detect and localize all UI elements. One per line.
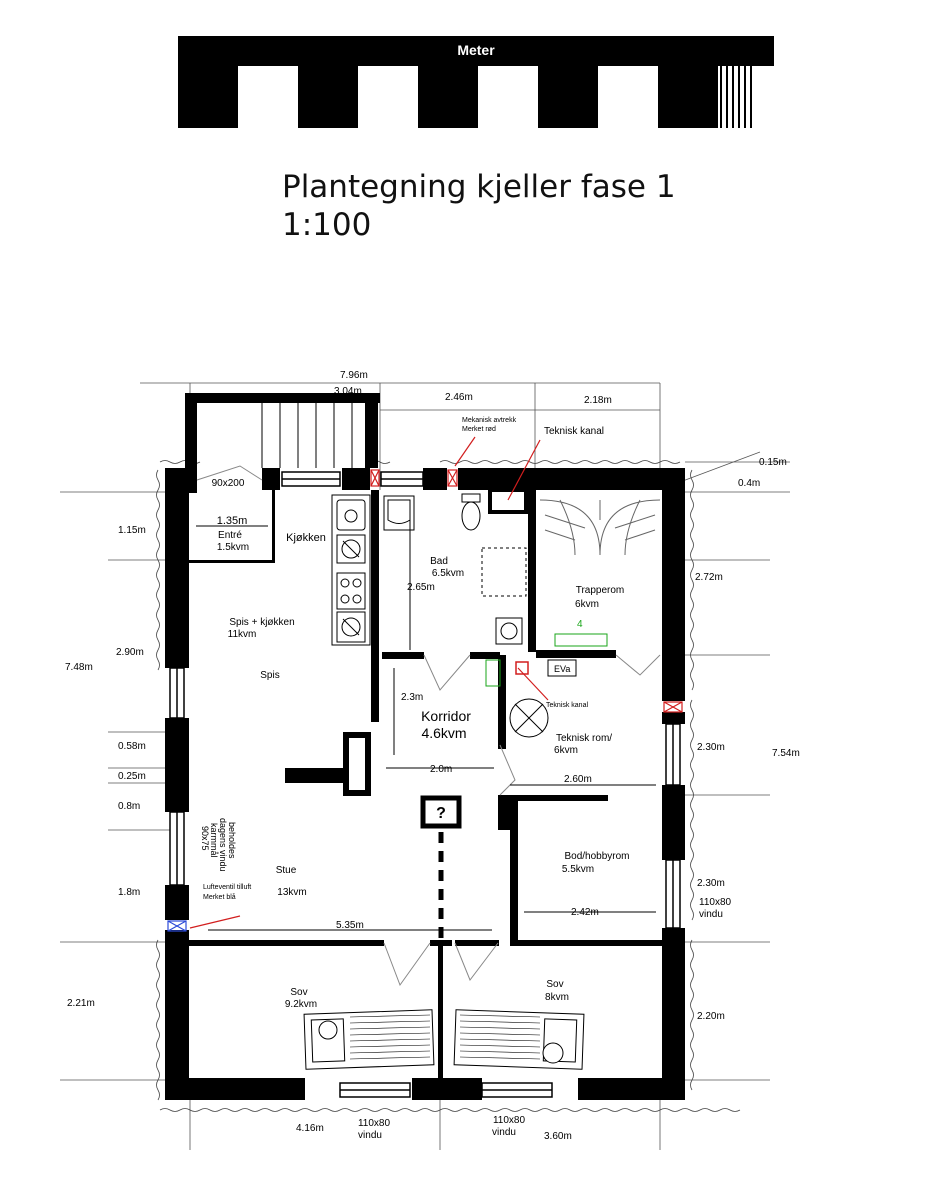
title-scale: 1:100 — [282, 207, 372, 243]
drawing-title: Plantegning kjeller fase 1 1:100 — [282, 168, 676, 244]
dim-left-748: 7.48m — [65, 662, 93, 673]
dimension-labels: 7.96m 3.04m 2.46m 2.18m 0.15m 0.4m 1.15m… — [65, 370, 800, 1142]
dim-right-04: 0.4m — [738, 478, 760, 489]
dim-stue-535: 5.35m — [336, 920, 364, 931]
lufteventil-line1: Lufteventil tilluft — [203, 884, 251, 891]
blue-vent-marker — [167, 920, 187, 932]
trapperom-name: Trapperom — [576, 585, 625, 596]
window-110x80-bottom-left: 110x80 — [358, 1118, 391, 1129]
bad-name: Bad — [430, 556, 448, 567]
dim-right-754: 7.54m — [772, 748, 800, 759]
bod-name: Bod/hobbyrom — [564, 851, 629, 862]
stue-area: 13kvm — [277, 887, 306, 898]
scale-bar-label: Meter — [457, 42, 495, 58]
dim-left-08: 0.8m — [118, 801, 140, 812]
question-box — [420, 795, 462, 829]
window-110x80-right-vindu: vindu — [699, 909, 723, 920]
lufteventil-line2: Merket blå — [203, 893, 236, 901]
mekanisk-avtrekk-line1: Mekanisk avtrekk — [462, 417, 517, 424]
dim-right-230b: 2.30m — [697, 878, 725, 889]
sov-left-name: Sov — [290, 987, 307, 998]
bed-icon — [303, 1009, 585, 1070]
dim-kor-20: 2.0m — [430, 764, 452, 775]
trapperom-area: 6kvm — [575, 599, 599, 610]
dim-left-058: 0.58m — [118, 741, 146, 752]
teknisk-rom-name: Teknisk rom/ — [556, 733, 612, 744]
dim-bod-242: 2.42m — [571, 907, 599, 918]
dim-tek-260: 2.60m — [564, 774, 592, 785]
sov-right-name: Sov — [546, 979, 563, 990]
red-annotations — [189, 436, 683, 929]
teknisk-kanal-marker — [515, 661, 529, 675]
question-mark: ? — [436, 805, 446, 822]
window-90x75-label: 90x75 karmmål dagens vindu beholdes — [200, 818, 237, 872]
kjokken-label: Kjøkken — [286, 532, 326, 544]
title-line-1: Plantegning kjeller fase 1 — [282, 169, 676, 205]
window-90x75-line2: karmmål — [209, 823, 219, 858]
dim-left-115: 1.15m — [118, 525, 146, 536]
bed-stripes — [349, 1014, 541, 1060]
dim-right-230a: 2.30m — [697, 742, 725, 753]
korridor-name: Korridor — [421, 708, 471, 724]
dim-left-025: 0.25m — [118, 771, 146, 782]
bod-area: 5.5kvm — [562, 864, 594, 875]
entrance-stairs — [261, 403, 353, 468]
teknisk-rom-area: 6kvm — [554, 745, 578, 756]
dim-left-290: 2.90m — [116, 647, 144, 658]
entre-area: 1.5kvm — [217, 542, 249, 553]
eva-mark: EVa — [554, 664, 570, 674]
dim-left-18: 1.8m — [118, 887, 140, 898]
window-110x80-bottom-right: 110x80 — [493, 1115, 526, 1126]
entre-name: Entré — [218, 530, 242, 541]
stair-mark: 4 — [577, 619, 583, 630]
window-90x75-line1: 90x75 — [200, 826, 210, 851]
door-swings — [196, 465, 661, 987]
dimension-arrows — [196, 500, 656, 931]
floor-plan: EVa ? — [60, 370, 800, 1150]
dim-right-220: 2.20m — [697, 1011, 725, 1022]
walls — [165, 393, 685, 1100]
eva-box — [547, 659, 577, 677]
dim-top-246: 2.46m — [445, 392, 473, 403]
window-110x80-right: 110x80 — [699, 897, 732, 908]
dim-top-218: 2.18m — [584, 395, 612, 406]
teknisk-kanal-small-label: Teknisk kanal — [546, 702, 588, 709]
dim-right-272: 2.72m — [695, 572, 723, 583]
dim-kor-23: 2.3m — [401, 692, 423, 703]
sov-left-area: 9.2kvm — [285, 999, 317, 1010]
dim-bad-265: 2.65m — [407, 582, 435, 593]
mekanisk-avtrekk-line2: Merket rød — [462, 426, 496, 433]
windows — [169, 471, 681, 1098]
dim-bottom-416: 4.16m — [296, 1123, 324, 1134]
fan-icon — [509, 698, 549, 738]
entre-width: 1.35m — [217, 515, 248, 527]
dim-right-015: 0.15m — [759, 457, 787, 468]
kitchen-fixtures — [331, 494, 371, 646]
room-labels: 1.35m Entré 1.5kvm Kjøkken Spis + kjøkke… — [217, 515, 630, 1010]
scale-bar: Meter — [178, 36, 774, 128]
window-90x75-line4: beholdes — [227, 822, 237, 859]
annotations: 90x200 Mekanisk avtrekk Merket rød Tekni… — [203, 417, 732, 1141]
dim-top-304: 3.04m — [334, 386, 362, 397]
ground-hatch — [156, 460, 741, 1112]
spis-kjokken-area: 11kvm — [228, 629, 257, 640]
dim-bottom-360: 3.60m — [544, 1131, 572, 1142]
spis-kjokken-name: Spis + kjøkken — [229, 617, 294, 628]
dim-left-221: 2.21m — [67, 998, 95, 1009]
bad-area: 6.5kvm — [432, 568, 464, 579]
stue-name: Stue — [276, 865, 297, 876]
spiral-stair-icon — [539, 499, 661, 556]
window-110x80-bottom-right-vindu: vindu — [492, 1127, 516, 1138]
window-110x80-bottom-left-vindu: vindu — [358, 1130, 382, 1141]
dimension-lines — [60, 382, 790, 1150]
korridor-area: 4.6kvm — [421, 725, 466, 741]
sov-right-area: 8kvm — [545, 992, 569, 1003]
teknisk-kanal-top-label: Teknisk kanal — [544, 426, 604, 437]
door-90x200-label: 90x200 — [212, 478, 245, 489]
window-90x75-line3: dagens vindu — [218, 818, 228, 872]
spis-label: Spis — [260, 670, 279, 681]
dim-top-total: 7.96m — [340, 370, 368, 381]
